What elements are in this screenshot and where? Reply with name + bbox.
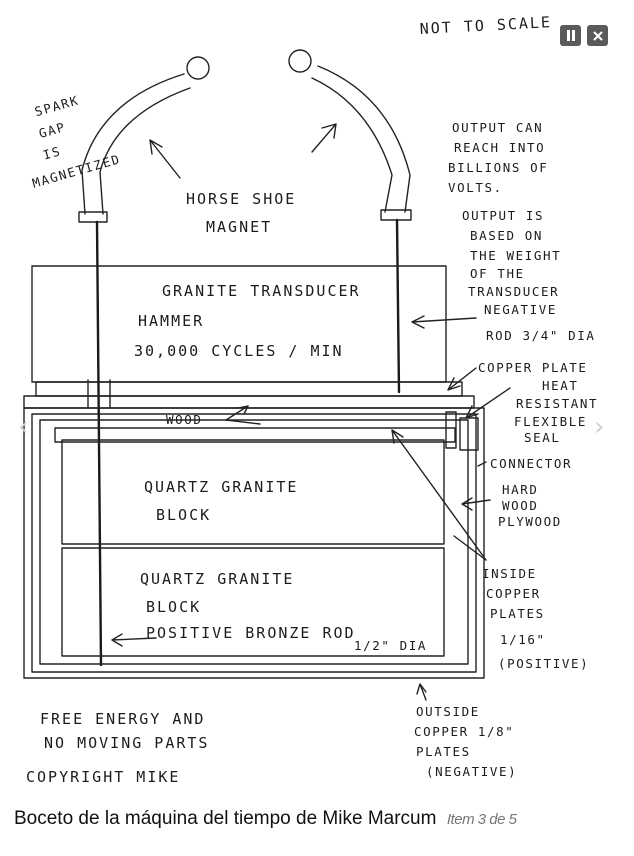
svg-text:RESISTANT: RESISTANT (516, 396, 598, 411)
not-to-scale-label: NOT TO SCALE (419, 13, 552, 38)
svg-text:HAMMER: HAMMER (138, 312, 204, 330)
svg-text:IS: IS (41, 143, 63, 162)
hammer-label: GRANITE TRANSDUCER HAMMER 30,000 CYCLES … (134, 282, 361, 360)
chevron-right-icon: › (594, 412, 605, 442)
positive-rod-line (95, 220, 103, 667)
svg-text:OUTPUT CAN: OUTPUT CAN (452, 120, 543, 135)
svg-text:PLYWOOD: PLYWOOD (498, 514, 562, 529)
svg-text:FREE ENERGY AND: FREE ENERGY AND (40, 710, 205, 728)
svg-text:(POSITIVE): (POSITIVE) (498, 656, 589, 671)
svg-text:MAGNET: MAGNET (206, 218, 272, 236)
svg-text:OUTSIDE: OUTSIDE (416, 704, 480, 719)
svg-text:OUTPUT IS: OUTPUT IS (462, 208, 544, 223)
inside-copper-label: INSIDE COPPER PLATES 1/16" (POSITIVE) (482, 566, 589, 671)
annotation-arrows (111, 123, 511, 701)
svg-text:NO MOVING PARTS: NO MOVING PARTS (44, 734, 209, 752)
svg-text:1/16": 1/16" (500, 632, 546, 647)
hard-wood-label: HARD WOOD PLYWOOD (498, 482, 562, 529)
connector-box (459, 417, 479, 451)
time-machine-sketch: NOT TO SCALE SPARK GAP IS MAGNETIZED HOR… (23, 13, 598, 786)
horse-shoe-magnet-label: HORSE SHOE MAGNET (186, 190, 296, 236)
svg-text:FLEXIBLE: FLEXIBLE (514, 414, 587, 429)
svg-text:NEGATIVE: NEGATIVE (484, 302, 557, 317)
connector-label: CONNECTOR (490, 456, 572, 471)
image-caption: Boceto de la máquina del tiempo de Mike … (14, 808, 624, 836)
outer-box (23, 407, 485, 679)
svg-text:INSIDE: INSIDE (482, 566, 537, 581)
output-based-label: OUTPUT IS BASED ON THE WEIGHT OF THE TRA… (462, 208, 561, 299)
svg-text:HEAT: HEAT (542, 378, 579, 393)
caption-title: Boceto de la máquina del tiempo de Mike … (14, 808, 437, 829)
svg-text:HARD: HARD (502, 482, 539, 497)
quartz-granite-block-upper (61, 439, 445, 545)
heat-seal-label: HEAT RESISTANT FLEXIBLE SEAL (514, 378, 598, 445)
svg-text:VOLTS.: VOLTS. (448, 180, 503, 195)
svg-text:1/2" DIA: 1/2" DIA (354, 638, 427, 653)
svg-text:SEAL: SEAL (524, 430, 561, 445)
negative-rod-label: NEGATIVE ROD 3/4" DIA (484, 302, 596, 343)
svg-text:WOOD: WOOD (502, 498, 539, 513)
svg-text:COPPER: COPPER (486, 586, 541, 601)
close-button[interactable] (587, 25, 608, 46)
svg-text:BILLIONS OF: BILLIONS OF (448, 160, 548, 175)
svg-text:POSITIVE BRONZE ROD: POSITIVE BRONZE ROD (146, 624, 356, 642)
quartz-block-upper-label: QUARTZ GRANITE BLOCK (144, 478, 298, 524)
pause-icon (566, 30, 575, 41)
svg-text:REACH INTO: REACH INTO (454, 140, 545, 155)
pause-button[interactable] (560, 25, 581, 46)
svg-text:SPARK: SPARK (33, 92, 81, 119)
copper-plate-label: COPPER PLATE (478, 360, 588, 375)
item-counter: Item 3 de 5 (446, 811, 517, 828)
quartz-block-lower-label: QUARTZ GRANITE BLOCK (140, 570, 294, 616)
svg-text:BASED ON: BASED ON (470, 228, 543, 243)
svg-text:OF THE: OF THE (470, 266, 525, 281)
outside-copper-label: OUTSIDE COPPER 1/8" PLATES (NEGATIVE) (414, 704, 517, 779)
copyright-label: COPYRIGHT MIKE (26, 768, 180, 786)
positive-rod-label: POSITIVE BRONZE ROD 1/2" DIA (146, 624, 427, 653)
svg-text:PLATES: PLATES (416, 744, 471, 759)
svg-text:BLOCK: BLOCK (156, 506, 211, 524)
free-energy-label: FREE ENERGY AND NO MOVING PARTS (40, 710, 209, 752)
svg-text:GRANITE TRANSDUCER: GRANITE TRANSDUCER (162, 282, 361, 300)
output-reach-label: OUTPUT CAN REACH INTO BILLIONS OF VOLTS. (448, 120, 548, 195)
svg-text:HORSE SHOE: HORSE SHOE (186, 190, 296, 208)
svg-text:PLATES: PLATES (490, 606, 545, 621)
next-item-button[interactable]: › (594, 412, 604, 442)
svg-text:BLOCK: BLOCK (146, 598, 201, 616)
svg-text:30,000 CYCLES / MIN: 30,000 CYCLES / MIN (134, 342, 344, 360)
svg-text:ROD 3/4" DIA: ROD 3/4" DIA (486, 328, 596, 343)
negative-rod-line (395, 218, 401, 394)
quartz-granite-block-lower (61, 547, 445, 657)
svg-text:COPPER 1/8": COPPER 1/8" (414, 724, 514, 739)
svg-text:GAP: GAP (37, 119, 67, 141)
spark-gap-balls (186, 49, 312, 80)
svg-text:THE WEIGHT: THE WEIGHT (470, 248, 561, 263)
svg-text:TRANSDUCER: TRANSDUCER (468, 284, 559, 299)
svg-text:QUARTZ GRANITE: QUARTZ GRANITE (144, 478, 298, 496)
copper-plate-lid (23, 379, 475, 409)
close-icon (592, 30, 603, 41)
horseshoe-magnet (78, 65, 412, 223)
svg-text:QUARTZ GRANITE: QUARTZ GRANITE (140, 570, 294, 588)
chevron-left-icon: ‹ (18, 412, 29, 442)
svg-text:(NEGATIVE): (NEGATIVE) (426, 764, 517, 779)
previous-item-button[interactable]: ‹ (18, 412, 28, 442)
spark-gap-label: SPARK GAP IS MAGNETIZED (30, 92, 122, 190)
wood-label: WOOD (166, 412, 203, 427)
